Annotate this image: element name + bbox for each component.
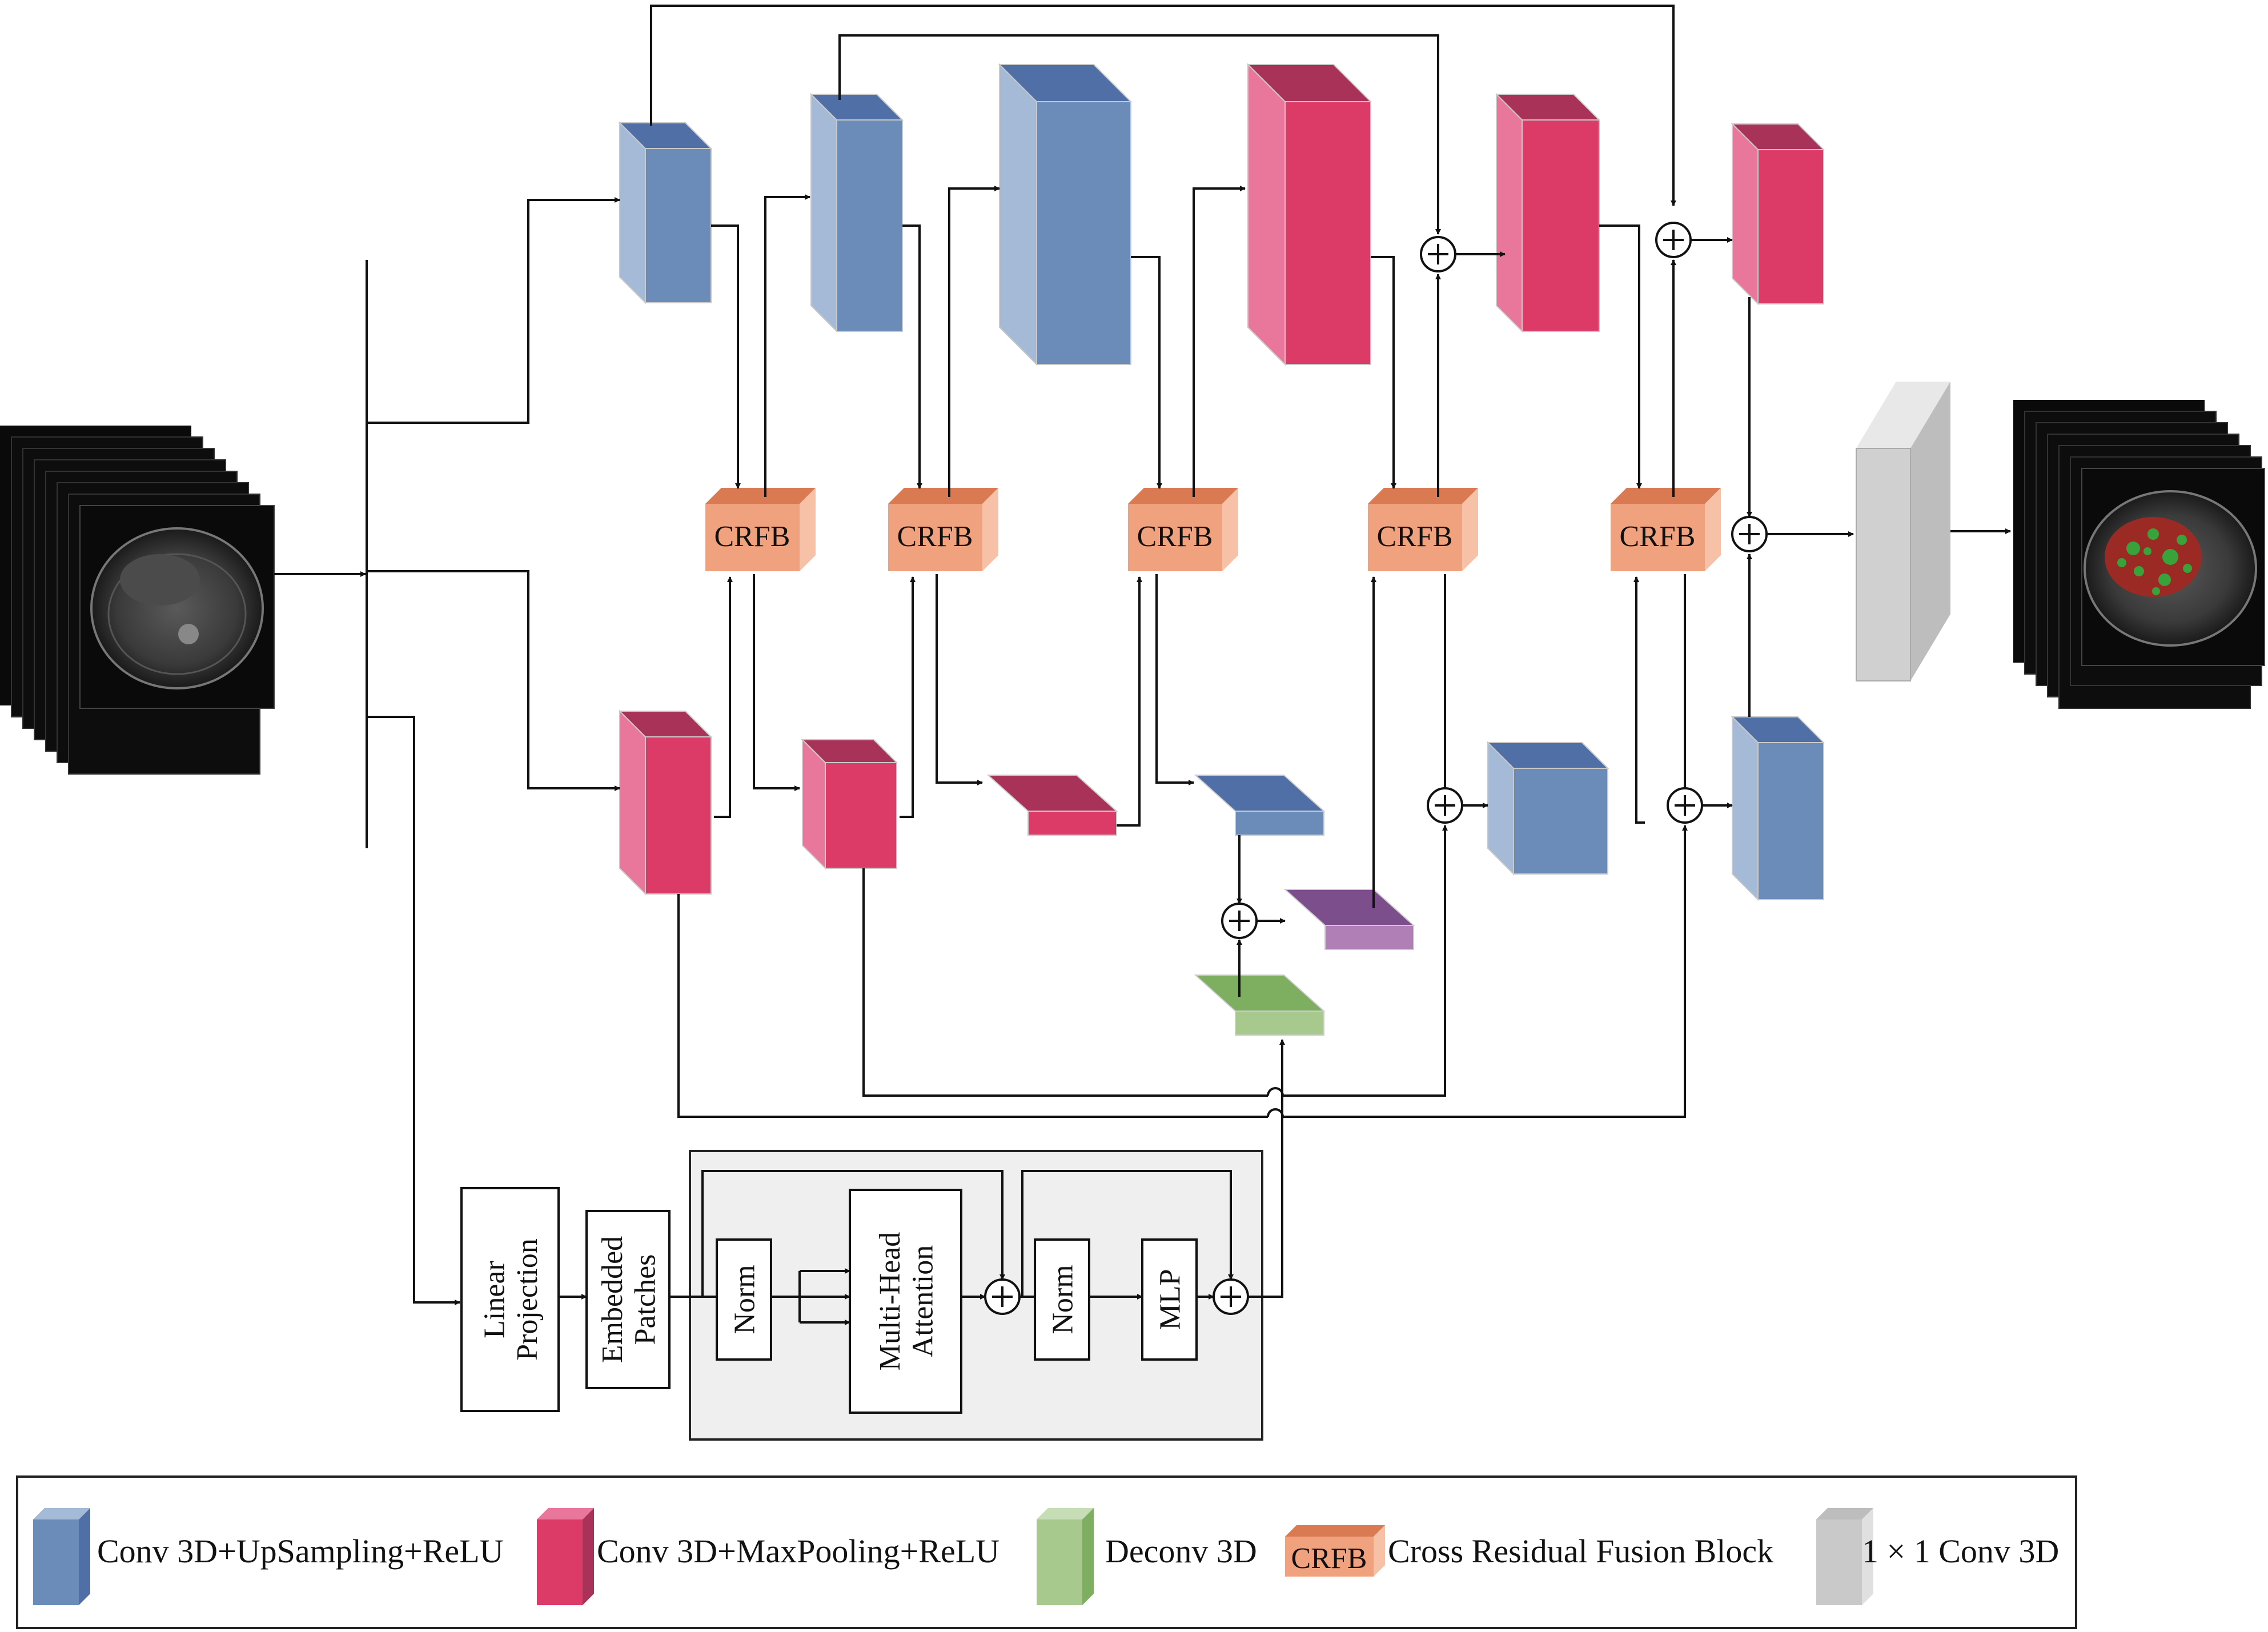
legend-crfb-label: Cross Residual Fusion Block bbox=[1388, 1533, 1773, 1570]
connector bbox=[367, 570, 620, 791]
legend-upsampling-icon bbox=[33, 1508, 90, 1605]
maxpool-block-low-1 bbox=[618, 709, 713, 896]
legend-maxpooling-label: Conv 3D+MaxPooling+ReLU bbox=[597, 1533, 999, 1570]
connector bbox=[1599, 224, 1642, 489]
liver-segmentation bbox=[2105, 517, 2202, 597]
connector bbox=[1193, 186, 1246, 497]
connector bbox=[367, 197, 620, 424]
connector bbox=[1117, 576, 1142, 827]
crfb-block-3: CRFB bbox=[1128, 488, 1238, 571]
crfb-label: CRFB bbox=[1377, 520, 1453, 553]
legend-maxpooling-icon bbox=[537, 1508, 594, 1605]
upsample-block-2 bbox=[809, 93, 904, 333]
sum-node-deconv bbox=[1221, 903, 1258, 939]
svg-text:CRFB: CRFB bbox=[1291, 1542, 1367, 1575]
svg-text:MLP: MLP bbox=[1154, 1269, 1187, 1330]
crfb-label: CRFB bbox=[897, 520, 973, 553]
upsample-block-1 bbox=[618, 121, 713, 304]
svg-text:Norm: Norm bbox=[729, 1265, 761, 1334]
upsample-block-3 bbox=[998, 63, 1133, 366]
connector bbox=[1633, 576, 1645, 824]
sum-node-top-2 bbox=[1655, 222, 1692, 258]
connector bbox=[936, 574, 983, 785]
crfb-label: CRFB bbox=[1137, 520, 1213, 553]
sum-node-low-2 bbox=[1667, 787, 1703, 824]
legend-crfb-icon: CRFB bbox=[1285, 1525, 1385, 1577]
maxpool-slab-low-3 bbox=[986, 775, 1118, 836]
connector bbox=[948, 186, 1000, 497]
upsample-block-low-5 bbox=[1486, 741, 1609, 876]
linear-projection-box: LinearProjection bbox=[460, 1187, 560, 1412]
svg-text:Norm: Norm bbox=[1047, 1265, 1079, 1334]
output-ct-stack bbox=[2013, 400, 2265, 709]
maxpool-block-top-3 bbox=[1731, 122, 1825, 306]
svg-text:EmbeddedPatches: EmbeddedPatches bbox=[596, 1236, 661, 1363]
connector bbox=[650, 5, 1676, 206]
legend-deconv-icon bbox=[1037, 1508, 1094, 1605]
conv1x1-block bbox=[1856, 382, 1950, 681]
deconv-slab bbox=[1194, 975, 1326, 1036]
sum-node-final bbox=[1731, 516, 1768, 552]
connector bbox=[367, 716, 460, 1305]
sum-node-mlp bbox=[1213, 1278, 1249, 1315]
connector bbox=[1294, 825, 1688, 1118]
legend-conv1x1-label: 1 × 1 Conv 3D bbox=[1862, 1533, 2059, 1570]
legend-conv1x1-icon bbox=[1816, 1508, 1873, 1605]
maxpool-block-low-2 bbox=[801, 738, 898, 870]
upsample-slab-low-4 bbox=[1194, 775, 1326, 836]
connector bbox=[753, 574, 800, 791]
crfb-label: CRFB bbox=[1620, 520, 1696, 553]
fusion-slab-purple bbox=[1283, 889, 1415, 950]
upsample-block-low-6 bbox=[1731, 715, 1825, 901]
sum-node-low-1 bbox=[1427, 787, 1463, 824]
sum-node-top-1 bbox=[1420, 236, 1456, 272]
mlp-box: MLP bbox=[1141, 1238, 1198, 1361]
connector bbox=[1294, 825, 1448, 1097]
crfb-block-5: CRFB bbox=[1611, 488, 1721, 571]
connector bbox=[1155, 574, 1194, 785]
maxpool-block-top-2 bbox=[1495, 93, 1601, 333]
connector bbox=[838, 34, 1441, 235]
svg-text:LinearProjection: LinearProjection bbox=[479, 1238, 544, 1361]
norm-box-1: Norm bbox=[716, 1238, 772, 1361]
connector bbox=[701, 1170, 1005, 1297]
connector bbox=[711, 224, 741, 489]
connector bbox=[714, 576, 733, 818]
attention-box: Multi-HeadAttention bbox=[849, 1189, 962, 1414]
connector bbox=[862, 868, 1257, 1097]
connector bbox=[902, 224, 922, 489]
embedded-patches-box: EmbeddedPatches bbox=[585, 1210, 671, 1389]
connector bbox=[1131, 256, 1162, 489]
input-ct-body bbox=[90, 527, 264, 689]
maxpool-block-top-1 bbox=[1246, 63, 1372, 366]
connector bbox=[900, 576, 916, 818]
crfb-label: CRFB bbox=[714, 520, 790, 553]
svg-text:Multi-HeadAttention: Multi-HeadAttention bbox=[874, 1232, 939, 1371]
connector bbox=[1021, 1170, 1234, 1297]
connector bbox=[1371, 256, 1396, 489]
sum-node-attn bbox=[984, 1278, 1021, 1315]
connector bbox=[677, 894, 1257, 1118]
norm-box-2: Norm bbox=[1034, 1238, 1090, 1361]
legend-deconv-label: Deconv 3D bbox=[1105, 1533, 1257, 1570]
connector bbox=[764, 196, 785, 497]
legend-upsampling-label: Conv 3D+UpSampling+ReLU bbox=[97, 1533, 503, 1570]
input-ct-stack bbox=[0, 426, 275, 775]
crfb-block-1: CRFB bbox=[705, 488, 816, 571]
crfb-block-2: CRFB bbox=[888, 488, 998, 571]
crfb-block-4: CRFB bbox=[1368, 488, 1478, 571]
